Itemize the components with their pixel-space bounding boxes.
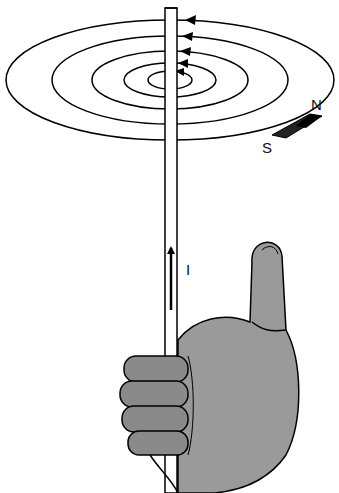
field-arrows xyxy=(175,15,196,76)
compass-needle xyxy=(272,114,322,138)
north-pole-label: N xyxy=(311,97,322,112)
current-arrow xyxy=(170,248,173,310)
current-label: I xyxy=(186,262,190,277)
hand xyxy=(120,242,299,493)
south-pole-label: S xyxy=(262,140,272,155)
